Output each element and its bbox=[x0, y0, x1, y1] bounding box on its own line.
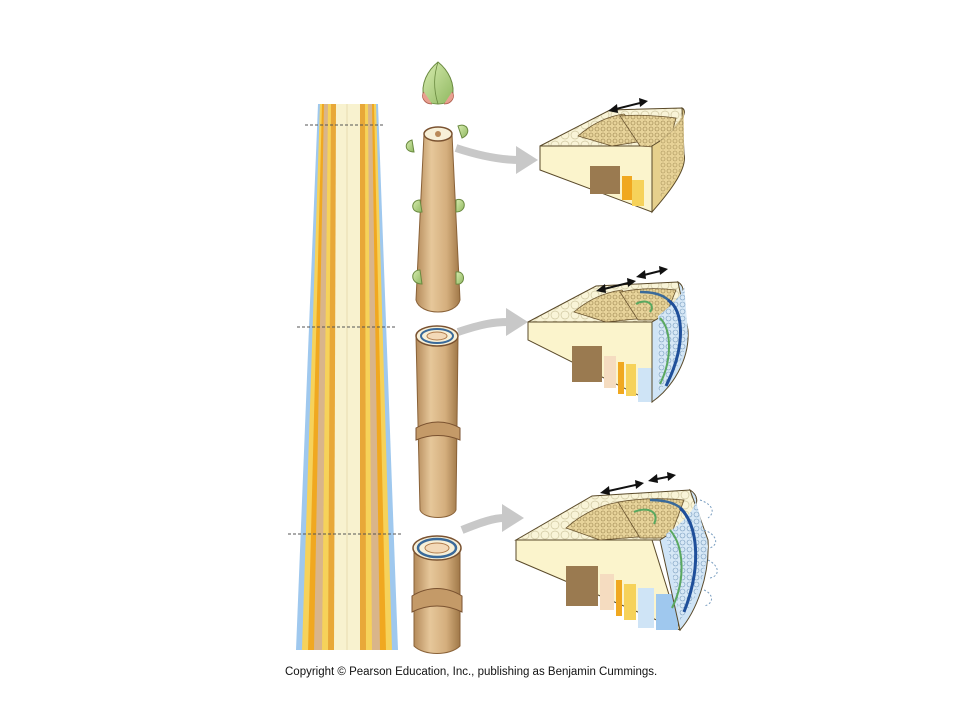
double-arrow-icon bbox=[636, 266, 668, 279]
growth-arrow-icon bbox=[456, 308, 528, 336]
longitudinal-section bbox=[288, 104, 403, 650]
cross-section-wedge-2 bbox=[527, 280, 689, 403]
growth-arrow-icon bbox=[460, 504, 524, 534]
lateral-bud bbox=[455, 271, 464, 285]
cross-section-wedge-1 bbox=[539, 107, 685, 214]
lateral-bud bbox=[412, 269, 423, 285]
lateral-bud bbox=[405, 139, 415, 153]
bud-scale-scar bbox=[415, 421, 461, 441]
lateral-bud bbox=[412, 199, 423, 213]
cross-section-wedge-3 bbox=[514, 488, 718, 632]
twig-segment-1 bbox=[405, 124, 469, 313]
twig-apex bbox=[422, 61, 454, 105]
double-arrow-icon bbox=[608, 98, 648, 113]
double-arrow-icon bbox=[596, 278, 636, 293]
growth-arrow-icon bbox=[454, 144, 538, 174]
copyright-notice: Copyright © Pearson Education, Inc., pub… bbox=[285, 666, 658, 678]
twig-segment-3 bbox=[411, 535, 463, 654]
bud-scale-scar bbox=[411, 588, 463, 613]
lateral-bud bbox=[455, 198, 465, 213]
double-arrow-icon bbox=[600, 480, 644, 495]
twig-segment-2 bbox=[415, 325, 461, 518]
lateral-bud bbox=[457, 124, 469, 139]
double-arrow-icon bbox=[648, 472, 676, 483]
